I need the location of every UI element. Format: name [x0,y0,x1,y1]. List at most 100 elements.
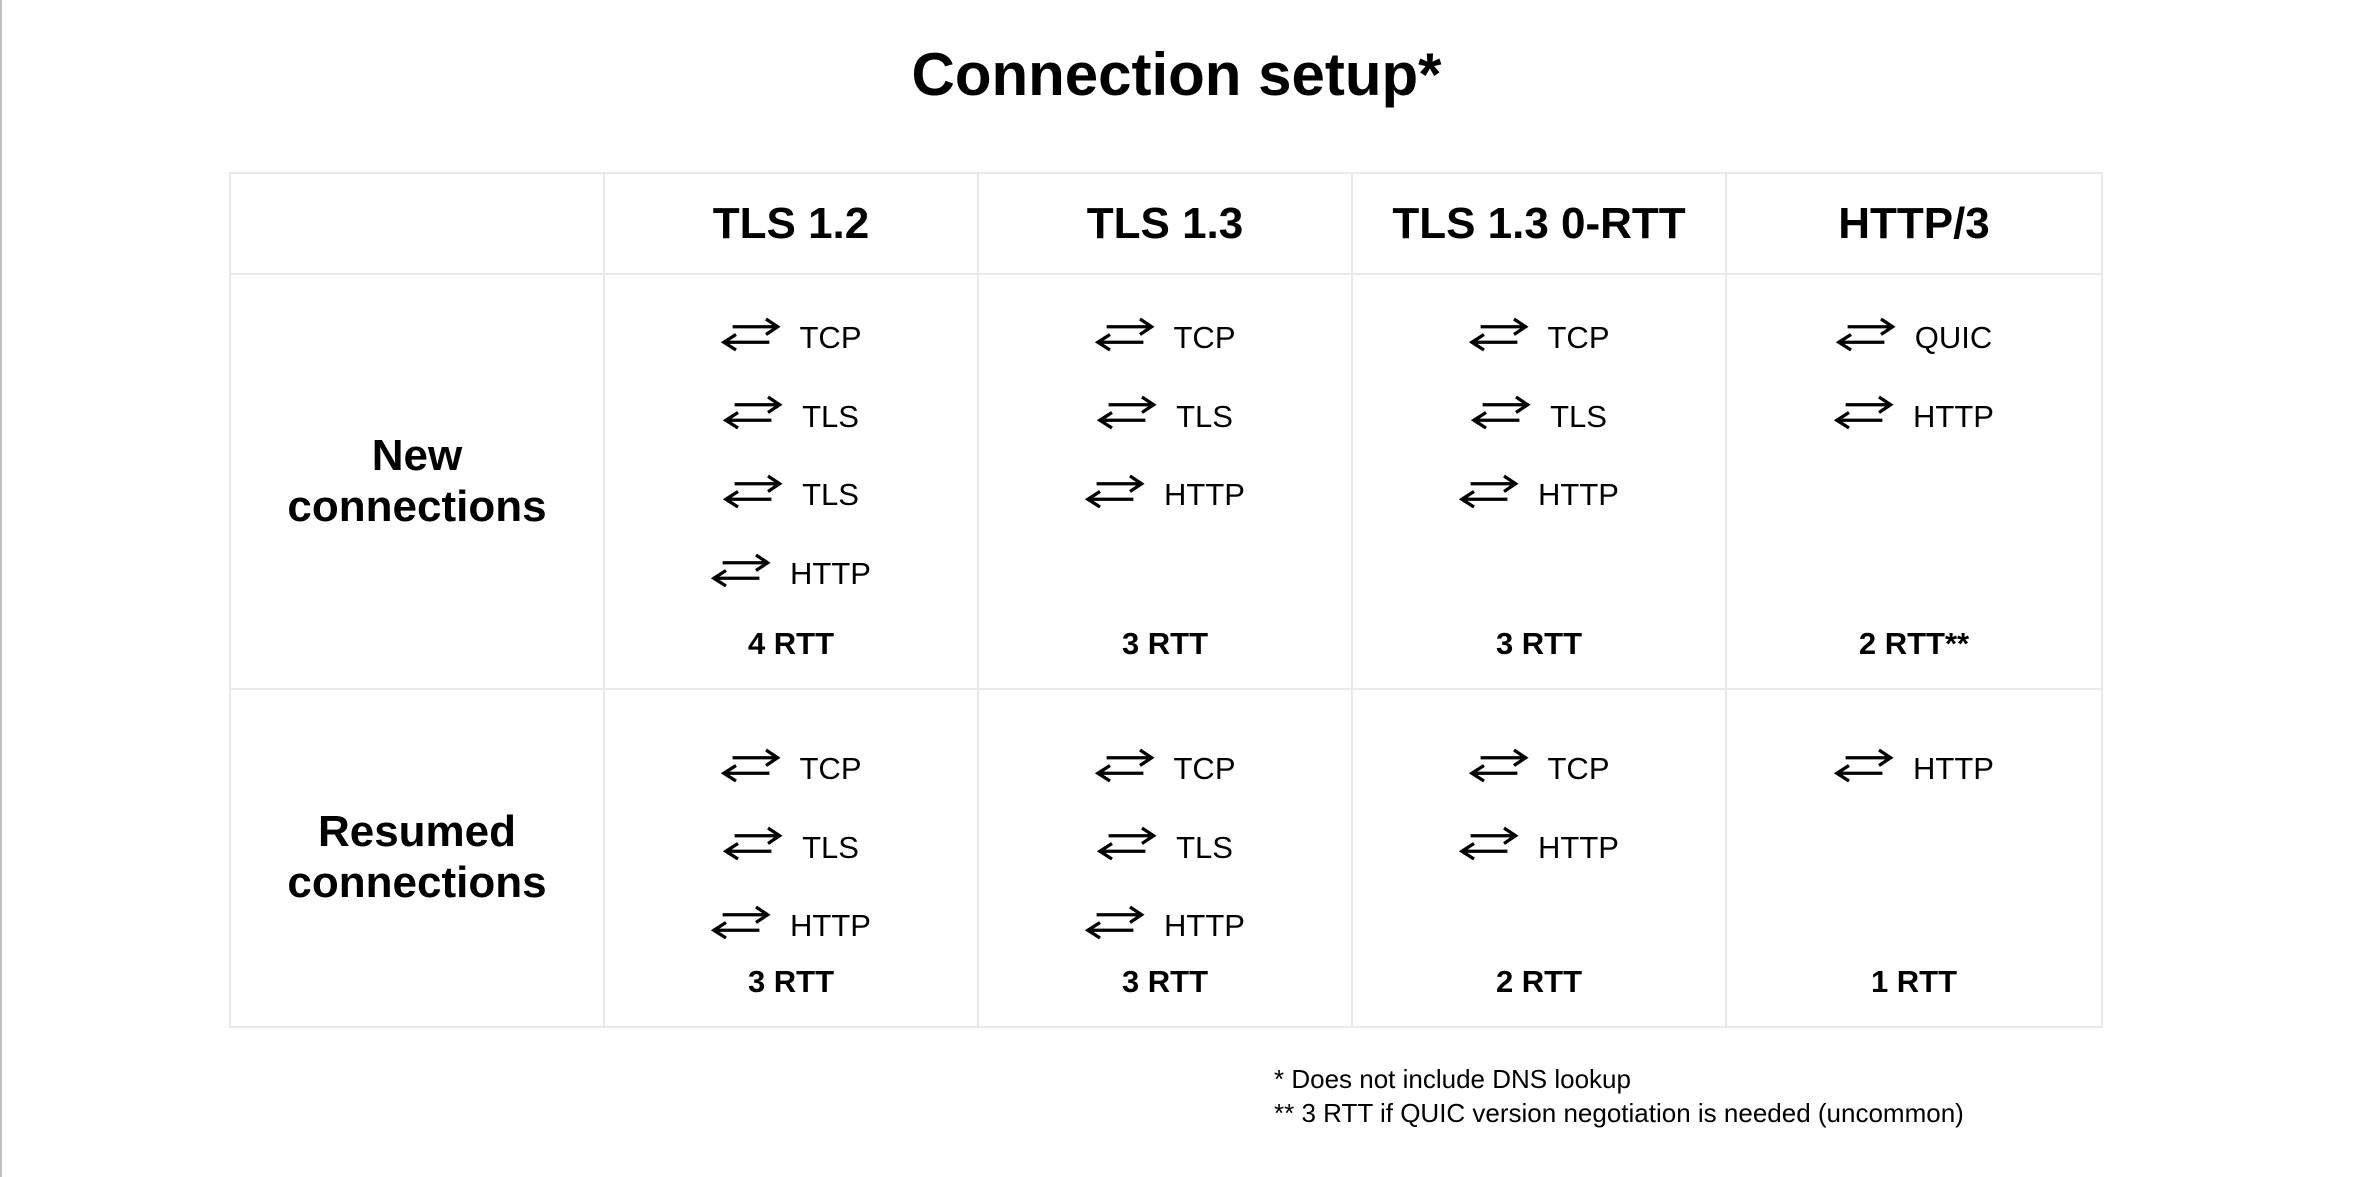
column-header-tls-1-3: TLS 1.3 [979,174,1353,275]
round-trip-arrows-icon [1459,827,1519,861]
handshake-step: HTTP [1834,744,1994,787]
round-trip-arrows-icon [1834,748,1894,783]
handshake-stack: QUIC HTTP [1727,275,2101,434]
protocol-label: TLS [802,398,859,434]
handshake-step: HTTP [1459,823,1619,866]
protocol-label: HTTP [1164,477,1245,513]
rtt-total: 4 RTT [747,626,835,661]
handshake-step: HTTP [1085,470,1245,513]
handshake-step: HTTP [711,901,871,944]
cell-new-tls12: TCP TLS TLS HTTP 4 RTT [605,275,979,690]
handshake-stack: HTTP [1727,690,2101,787]
rtt-total: 3 RTT [1121,626,1209,661]
handshake-step: TCP [720,744,862,787]
connection-setup-table: TLS 1.2 TLS 1.3 TLS 1.3 0-RTT HTTP/3 New… [229,172,2103,1028]
protocol-label: TCP [1547,320,1610,355]
row-header-resumed-connections: Resumed connections [231,690,605,1026]
handshake-step: TLS [1097,823,1233,866]
round-trip-arrows-icon [1085,474,1145,509]
protocol-label: TLS [1176,829,1233,865]
handshake-step: HTTP [1834,392,1994,435]
cell-new-http3: QUIC HTTP 2 RTT** [1727,275,2101,690]
slide-title: Connection setup* [911,41,1442,108]
protocol-label: TCP [1173,320,1236,355]
protocol-label: HTTP [1164,908,1245,944]
column-header-tls-1-2: TLS 1.2 [605,174,979,275]
handshake-step: HTTP [1085,901,1245,944]
protocol-label: QUIC [1914,320,1993,355]
protocol-label: TLS [1176,398,1233,434]
handshake-step: QUIC [1835,313,1993,356]
handshake-step: HTTP [711,549,871,592]
round-trip-arrows-icon [1094,748,1155,783]
handshake-step: TLS [723,392,859,435]
round-trip-arrows-icon [1097,396,1157,430]
handshake-step: TCP [1094,744,1236,787]
round-trip-arrows-icon [723,474,783,509]
round-trip-arrows-icon [1459,474,1519,509]
protocol-label: TLS [802,477,859,513]
cell-resumed-tls12: TCP TLS HTTP 3 RTT [605,690,979,1026]
handshake-stack: TCP TLS TLS HTTP [605,275,977,592]
handshake-stack: TCP TLS HTTP [979,690,1351,944]
handshake-step: TLS [723,823,859,866]
cell-resumed-http3: HTTP 1 RTT [1727,690,2101,1026]
footnotes: * Does not include DNS lookup ** 3 RTT i… [1274,1062,1964,1130]
handshake-step: TCP [1094,313,1236,356]
footnote-quic-negotiation: ** 3 RTT if QUIC version negotiation is … [1274,1098,1964,1128]
handshake-step: TLS [1097,392,1233,435]
handshake-stack: TCP TLS HTTP [1353,275,1725,513]
rtt-total: 2 RTT [1495,964,1583,999]
handshake-step: TLS [723,470,859,513]
footnote-dns-lookup: * Does not include DNS lookup [1274,1064,1631,1094]
handshake-stack: TCP TLS HTTP [979,275,1351,513]
handshake-step: TCP [720,313,862,356]
round-trip-arrows-icon [711,905,771,940]
round-trip-arrows-icon [1468,317,1529,352]
rtt-total: 3 RTT [747,964,835,999]
handshake-step: HTTP [1459,470,1619,513]
round-trip-arrows-icon [1097,827,1157,861]
column-header-tls-1-3-0rtt: TLS 1.3 0-RTT [1353,174,1727,275]
round-trip-arrows-icon [1834,396,1894,430]
protocol-label: TCP [1173,751,1236,786]
protocol-label: HTTP [1913,751,1994,786]
rtt-total: 3 RTT [1495,626,1583,661]
column-header-http3: HTTP/3 [1727,174,2101,275]
round-trip-arrows-icon [720,317,781,352]
round-trip-arrows-icon [1835,317,1896,352]
round-trip-arrows-icon [1085,905,1145,940]
rtt-total: 3 RTT [1121,964,1209,999]
round-trip-arrows-icon [1094,317,1155,352]
header-empty-cell [231,174,605,275]
protocol-label: HTTP [1538,477,1619,513]
cell-resumed-tls13-0rtt: TCP HTTP 2 RTT [1353,690,1727,1026]
handshake-step: TLS [1471,392,1607,435]
protocol-label: HTTP [790,908,871,944]
protocol-label: HTTP [1913,398,1994,434]
round-trip-arrows-icon [711,553,771,588]
round-trip-arrows-icon [1468,748,1529,783]
handshake-step: TCP [1468,744,1610,787]
cell-new-tls13: TCP TLS HTTP 3 RTT [979,275,1353,690]
cell-new-tls13-0rtt: TCP TLS HTTP 3 RTT [1353,275,1727,690]
handshake-stack: TCP HTTP [1353,690,1725,865]
handshake-step: TCP [1468,313,1610,356]
protocol-label: TCP [799,320,862,355]
round-trip-arrows-icon [723,827,783,861]
rtt-total: 2 RTT** [1858,626,1970,661]
protocol-label: HTTP [790,555,871,591]
protocol-label: TLS [802,829,859,865]
handshake-stack: TCP TLS HTTP [605,690,977,944]
round-trip-arrows-icon [1471,396,1531,430]
rtt-total: 1 RTT [1870,964,1958,999]
cell-resumed-tls13: TCP TLS HTTP 3 RTT [979,690,1353,1026]
protocol-label: HTTP [1538,829,1619,865]
left-edge-divider [0,0,2,1177]
protocol-label: TLS [1550,398,1607,434]
protocol-label: TCP [1547,751,1610,786]
protocol-label: TCP [799,751,862,786]
row-header-new-connections: New connections [231,275,605,690]
round-trip-arrows-icon [720,748,781,783]
